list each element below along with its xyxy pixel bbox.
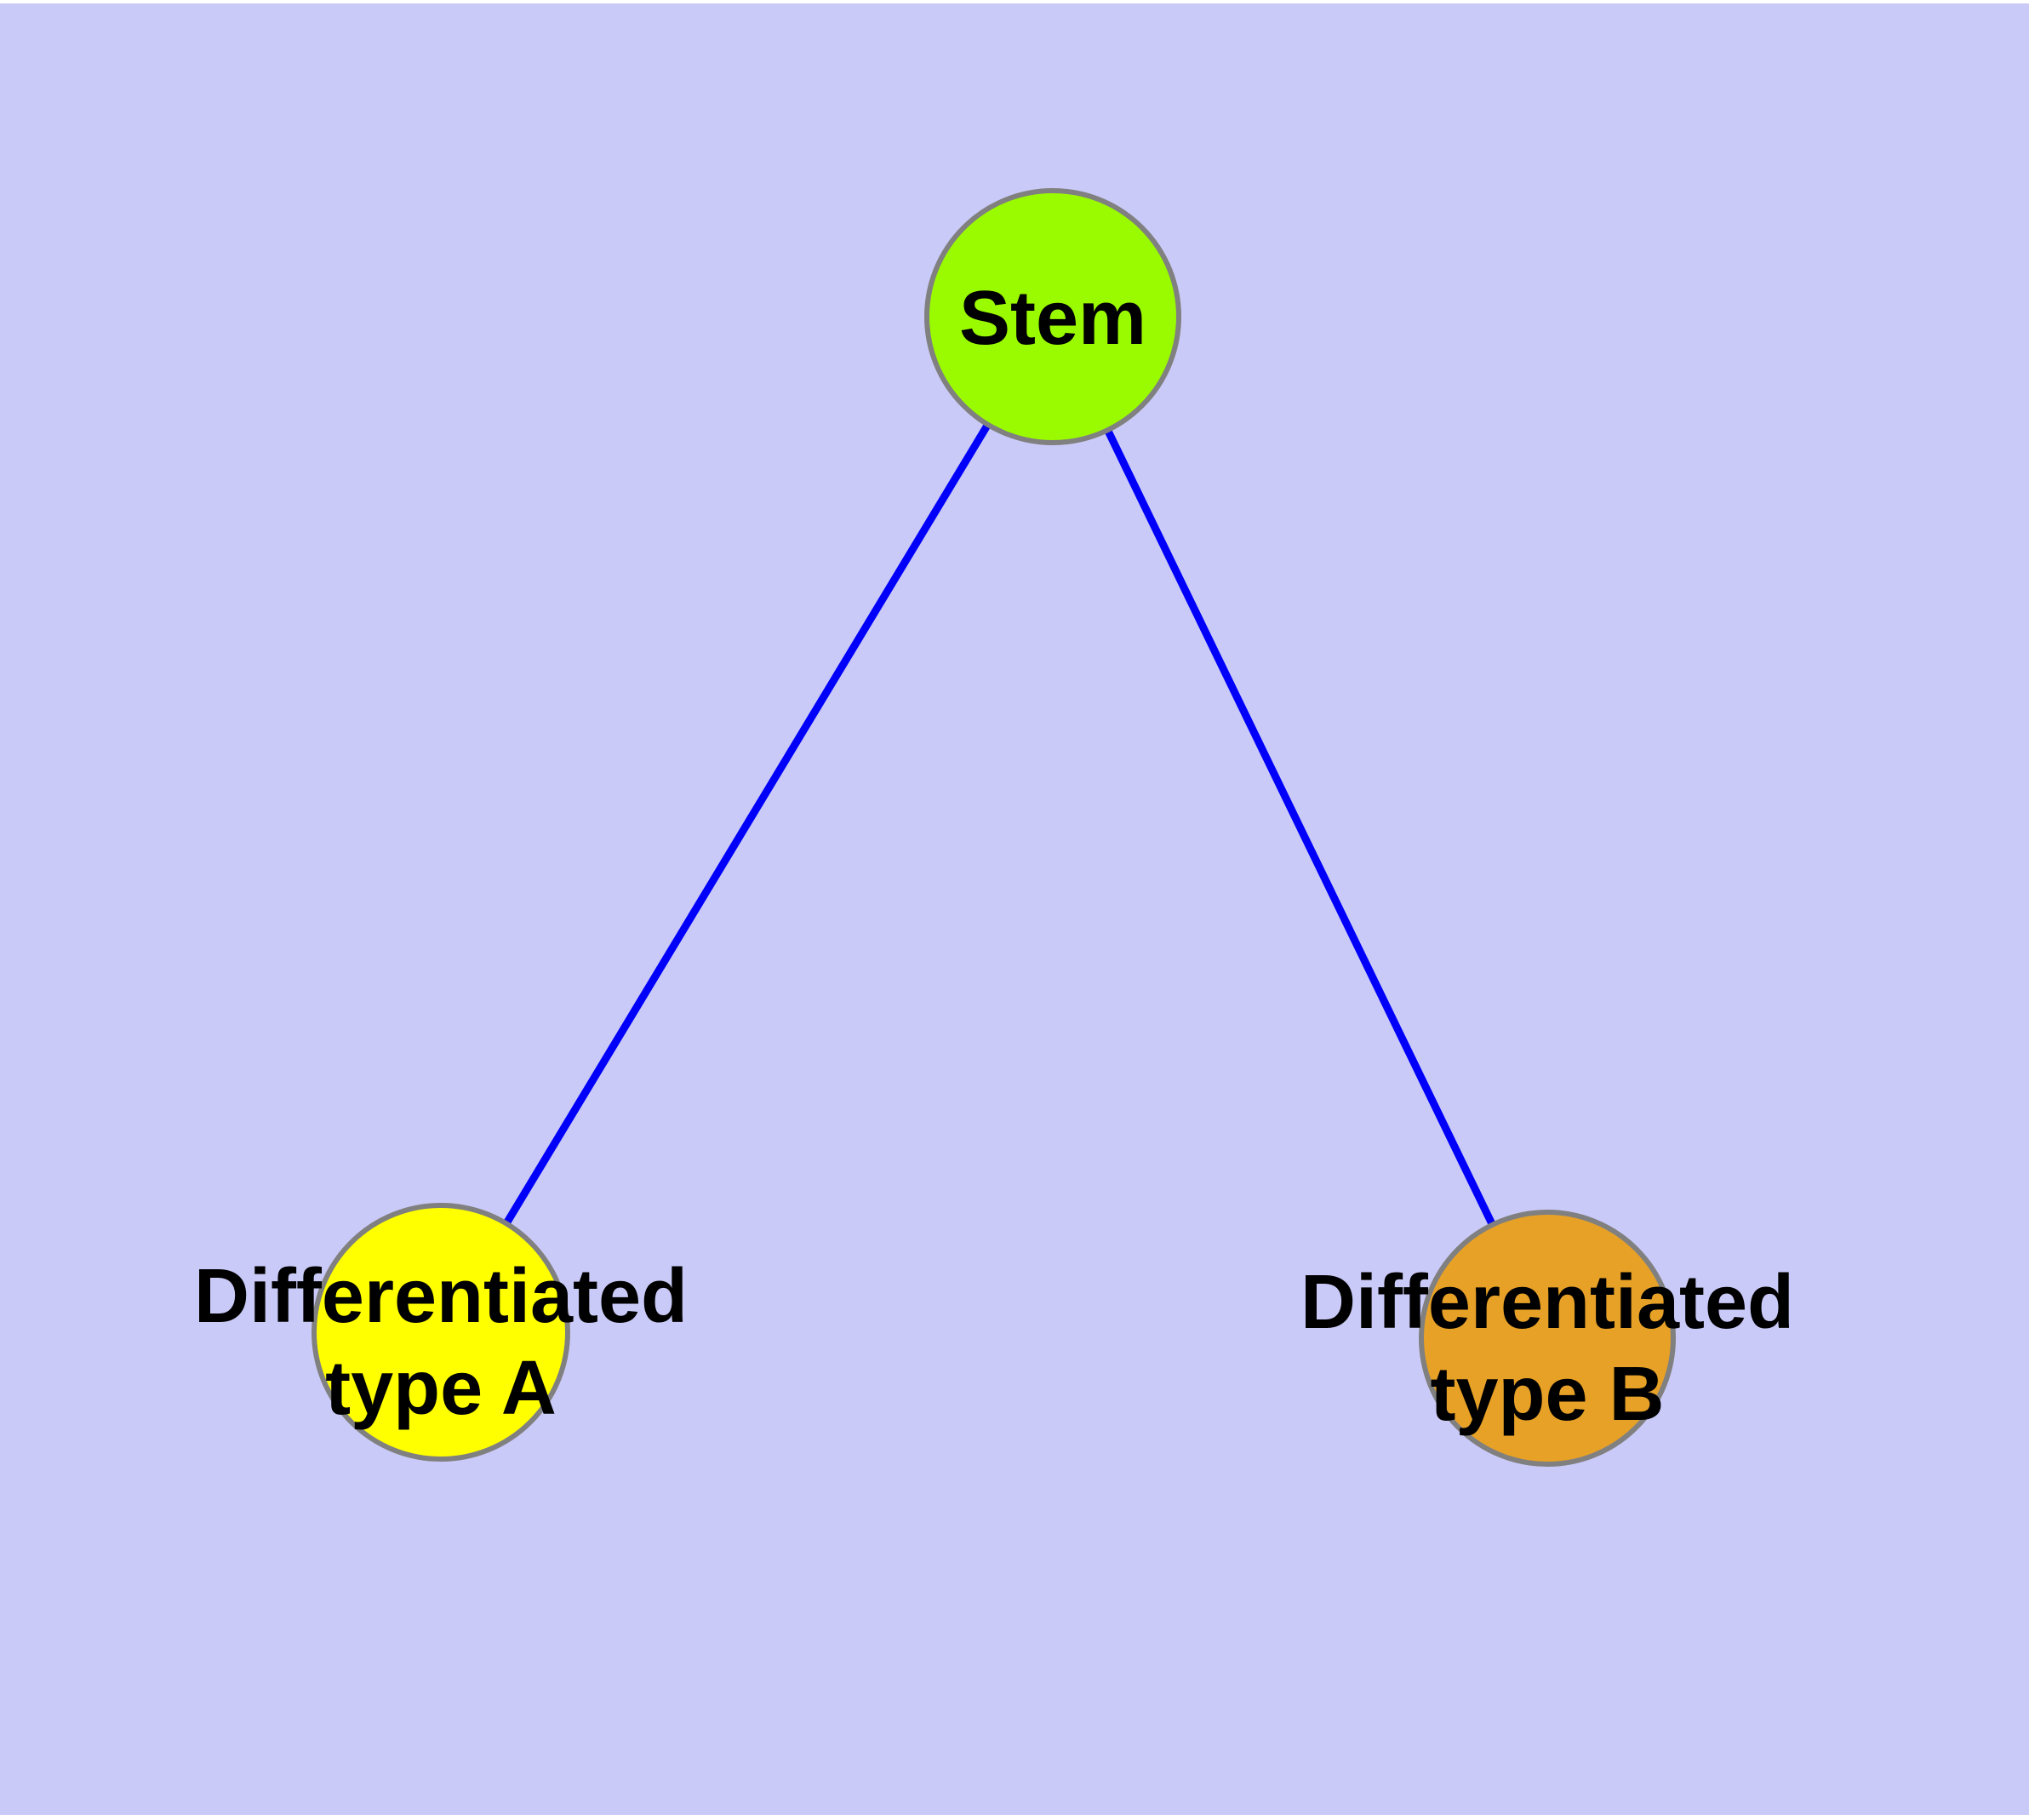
edge-layer [437,314,1552,1340]
edge-stem-type-a [437,314,1056,1335]
node-type-a[interactable] [311,1203,570,1462]
node-stem[interactable] [924,188,1181,445]
edge-stem-type-b [1049,315,1552,1340]
node-type-b[interactable] [1419,1210,1676,1467]
